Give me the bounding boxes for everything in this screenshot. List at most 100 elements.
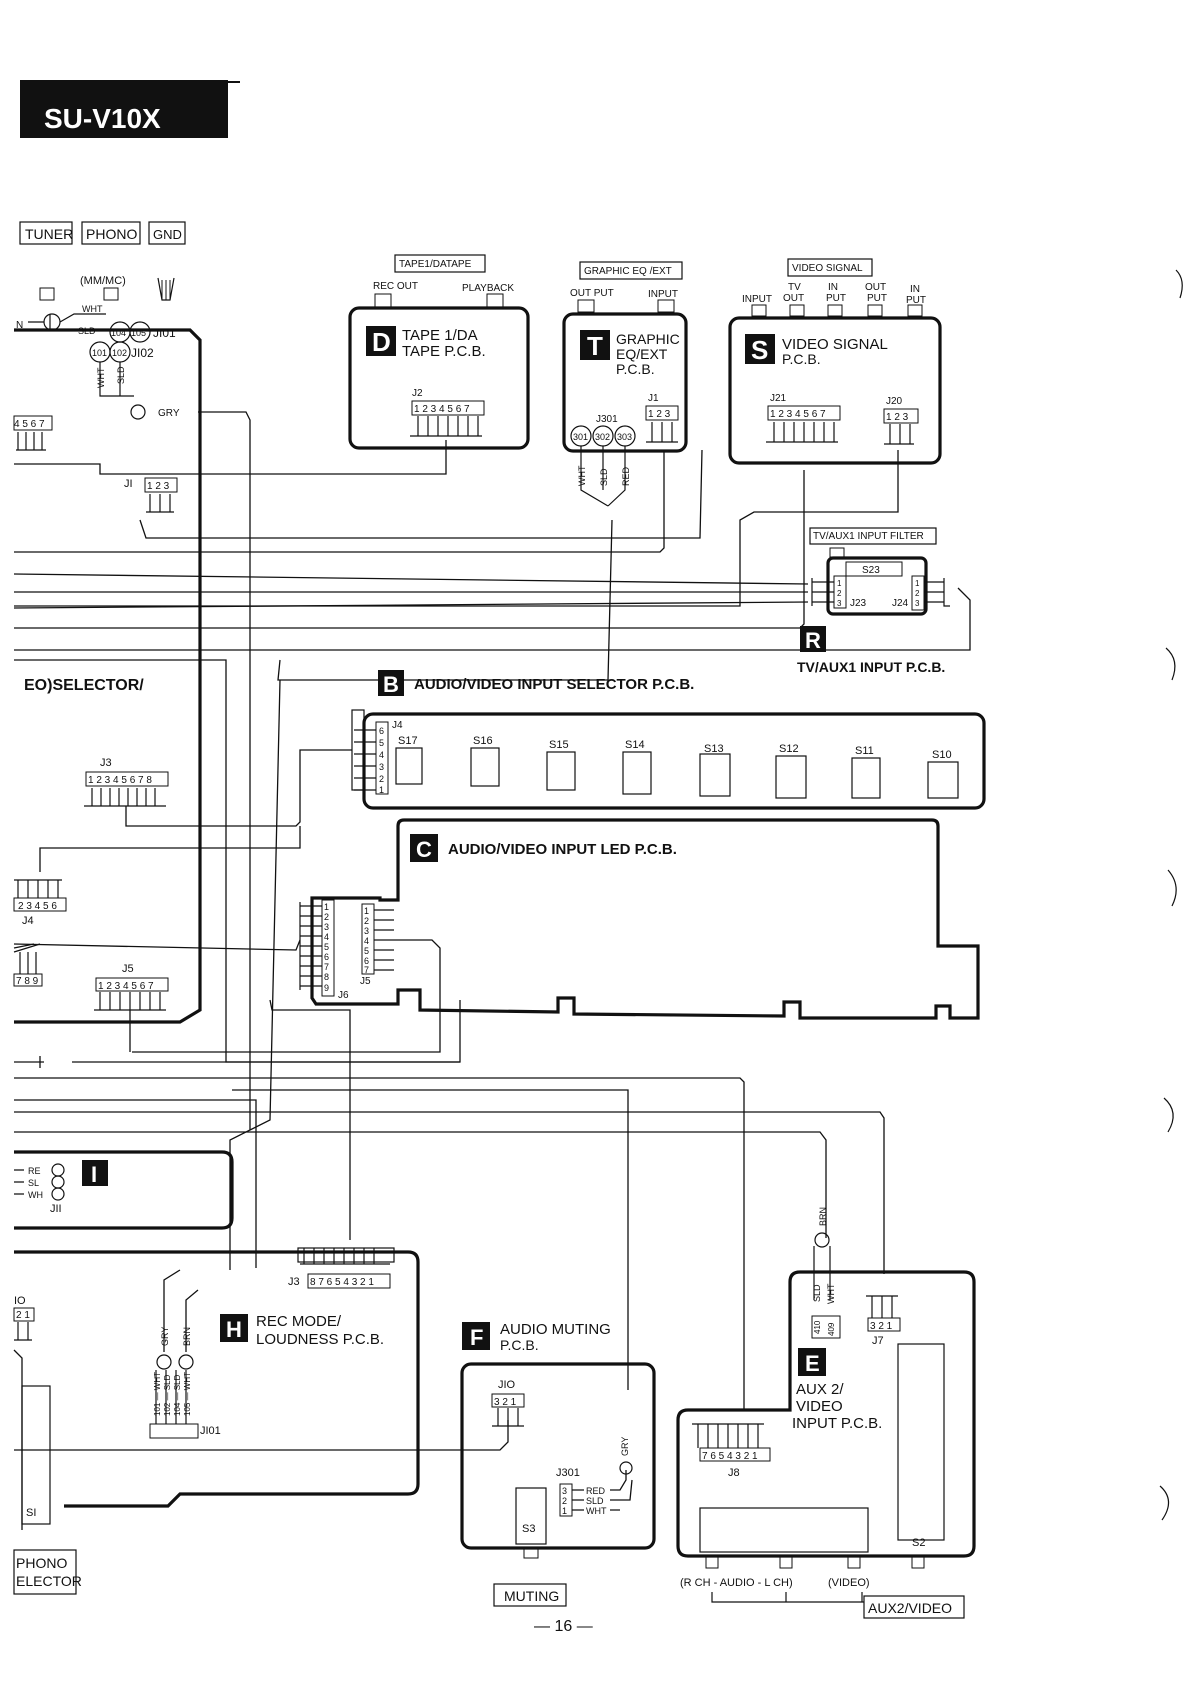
svg-text:P.C.B.: P.C.B. — [500, 1337, 539, 1353]
svg-text:3: 3 — [379, 762, 384, 772]
input-selector-pcb — [362, 712, 986, 810]
svg-text:5: 5 — [364, 946, 369, 956]
svg-text:8: 8 — [324, 972, 329, 982]
svg-text:1: 1 — [379, 785, 384, 795]
svg-text:PUT: PUT — [867, 293, 887, 304]
pcb-i — [14, 1150, 234, 1230]
svg-text:3: 3 — [324, 922, 329, 932]
svg-text:7 8 9: 7 8 9 — [16, 976, 39, 987]
tape-tag: TAPE1/DATAPE — [399, 259, 472, 270]
svg-text:RED: RED — [621, 466, 631, 486]
svg-text:IN: IN — [828, 282, 838, 293]
svg-text:GRAPHIC: GRAPHIC — [616, 331, 680, 347]
muting-tag: MUTING — [504, 1588, 559, 1604]
svg-text:S2: S2 — [912, 1537, 925, 1549]
tv-aux-filter-pcb — [826, 556, 928, 616]
svg-text:GRY: GRY — [160, 1327, 170, 1346]
svg-text:5: 5 — [324, 942, 329, 952]
phono-selector-line1: PHONO — [16, 1555, 67, 1571]
svg-text:TV: TV — [788, 282, 801, 293]
svg-text:6: 6 — [364, 956, 369, 966]
svg-text:I: I — [91, 1162, 97, 1187]
svg-text:1 2 3: 1 2 3 — [147, 481, 170, 492]
aux2-video-tag: AUX2/VIDEO — [868, 1600, 952, 1616]
left-conn-4567: 4 5 6 7 — [14, 419, 45, 430]
svg-text:303: 303 — [617, 432, 632, 442]
svg-text:REC OUT: REC OUT — [373, 281, 418, 292]
svg-text:409: 409 — [827, 1322, 836, 1336]
model-title: SU-V10X — [44, 103, 161, 134]
svg-text:EQ/EXT: EQ/EXT — [616, 346, 668, 362]
switch-s10: S10 — [932, 749, 952, 761]
svg-text:JII: JII — [50, 1203, 62, 1215]
svg-text:C: C — [416, 837, 432, 862]
svg-text:WHT: WHT — [586, 1506, 607, 1516]
svg-text:J4: J4 — [392, 720, 403, 731]
svg-text:1 2 3 4 5 6 7: 1 2 3 4 5 6 7 — [414, 404, 470, 415]
svg-text:J8: J8 — [728, 1467, 740, 1479]
svg-text:1 2 3 4 5 6 7: 1 2 3 4 5 6 7 — [98, 981, 154, 992]
tag-phono: PHONO — [86, 226, 137, 242]
rec-mode-pcb — [14, 1250, 420, 1508]
svg-text:3 2 1: 3 2 1 — [870, 1321, 893, 1332]
tv-aux-filter-tag: TV/AUX1 INPUT FILTER — [813, 531, 924, 542]
svg-text:8 7 6 5 4 3 2 1: 8 7 6 5 4 3 2 1 — [310, 1277, 374, 1288]
audio-muting-pcb — [460, 1362, 656, 1550]
svg-text:3: 3 — [837, 599, 842, 608]
svg-text:J24: J24 — [892, 598, 909, 609]
svg-text:SLD: SLD — [116, 366, 126, 384]
svg-text:4: 4 — [379, 750, 384, 760]
svg-text:4: 4 — [324, 932, 329, 942]
svg-text:PUT: PUT — [906, 295, 926, 306]
svg-text:7: 7 — [324, 962, 329, 972]
svg-text:105: 105 — [131, 328, 146, 338]
svg-text:9: 9 — [324, 983, 329, 993]
svg-text:E: E — [805, 1351, 820, 1376]
selector-switches: S17 S16 S15 S14 S13 S12 S11 S10 — [395, 735, 959, 799]
phono-selector-line2: ELECTOR — [16, 1573, 82, 1589]
svg-text:REC MODE/: REC MODE/ — [256, 1313, 342, 1330]
switch-s17: S17 — [398, 735, 418, 747]
svg-text:102: 102 — [112, 348, 127, 358]
svg-text:S23: S23 — [862, 565, 880, 576]
svg-text:7: 7 — [364, 965, 369, 975]
led-pcb-outline — [310, 818, 980, 1020]
tag-gnd: GND — [153, 227, 182, 242]
svg-text:VIDEO SIGNAL: VIDEO SIGNAL — [782, 336, 888, 353]
svg-text:3 2 1: 3 2 1 — [494, 1397, 517, 1408]
svg-text:101 — WHT: 101 — WHT — [153, 1372, 162, 1416]
svg-text:JI: JI — [124, 478, 133, 490]
svg-text:J20: J20 — [886, 396, 903, 407]
svg-text:INPUT: INPUT — [648, 289, 678, 300]
svg-text:VIDEO: VIDEO — [796, 1398, 843, 1415]
svg-text:4: 4 — [364, 936, 369, 946]
svg-text:PLAYBACK: PLAYBACK — [462, 283, 514, 294]
input-selector-title: AUDIO/VIDEO INPUT SELECTOR P.C.B. — [414, 676, 694, 693]
svg-text:301: 301 — [573, 432, 588, 442]
svg-text:302: 302 — [595, 432, 610, 442]
svg-text:GRY: GRY — [620, 1437, 630, 1456]
svg-text:2: 2 — [379, 774, 384, 784]
tape-letter: D — [372, 327, 391, 357]
svg-text:1: 1 — [324, 902, 329, 912]
video-signal-tag: VIDEO SIGNAL — [792, 263, 863, 274]
svg-text:1: 1 — [837, 579, 842, 588]
svg-text:RE: RE — [28, 1166, 41, 1176]
svg-text:JIO: JIO — [498, 1379, 516, 1391]
switch-s12: S12 — [779, 743, 799, 755]
svg-text:1 2 3: 1 2 3 — [886, 412, 909, 423]
selector-left-label: EO)SELECTOR/ — [24, 677, 144, 694]
svg-text:PUT: PUT — [826, 293, 846, 304]
svg-text:101: 101 — [92, 348, 107, 358]
svg-text:J23: J23 — [850, 598, 867, 609]
svg-text:5: 5 — [379, 738, 384, 748]
svg-text:R: R — [805, 628, 821, 653]
svg-text:WHT: WHT — [96, 367, 106, 388]
svg-text:BRN: BRN — [818, 1207, 828, 1226]
svg-text:2: 2 — [324, 912, 329, 922]
svg-text:SLD: SLD — [812, 1284, 822, 1302]
svg-text:J2: J2 — [412, 388, 423, 399]
svg-text:J5: J5 — [122, 963, 134, 975]
svg-text:JI01: JI01 — [200, 1425, 221, 1437]
